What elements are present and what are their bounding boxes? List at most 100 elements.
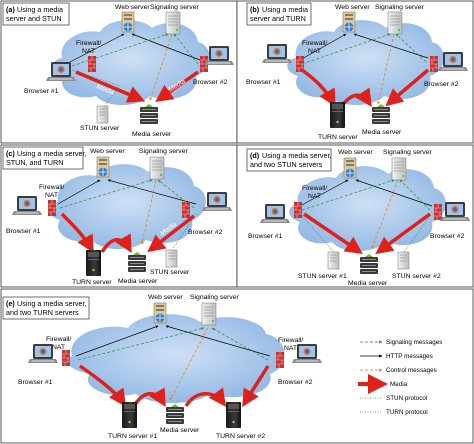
panel-c-web-server-label: Web server (90, 148, 125, 155)
panel-d-stun-server2-icon (397, 251, 410, 270)
panel-a-signaling-server-icon (165, 11, 181, 35)
panel-c-stun-server-icon (165, 249, 178, 268)
panel-b-browser1-label: Browser #1 (246, 79, 281, 86)
panel-d-signaling-line-1 (301, 179, 395, 211)
panel-d-browser1-label: Browser #1 (248, 233, 283, 240)
panel-e-letter: (e) (6, 299, 15, 308)
panel-a-media-server-icon (139, 103, 159, 125)
panel-b-firewall-label-line1: Firewall/ (302, 40, 327, 47)
panel-c-firewall-label-line2: NAT (45, 192, 58, 199)
panel-c-letter: (c) (6, 149, 15, 158)
panel-a-web-server-icon (121, 11, 135, 33)
panel-e-firewall-label-line2: NAT (52, 344, 65, 351)
panel-c: (c) Using a media server, STUN, and TURN… (0, 144, 238, 288)
panel-d-signaling-server-label: Signaling server (383, 149, 432, 156)
panel-c-http-line-2 (107, 179, 197, 205)
panel-c-media-arrow-middle (100, 233, 132, 254)
legend-stun-label: STUN protocol (386, 395, 427, 402)
panel-e-http-line-1 (75, 325, 159, 357)
panel-b-http-line-1 (299, 33, 347, 61)
panel-d-http-line-2 (355, 179, 433, 207)
panel-d-firewall-icon (293, 201, 303, 219)
panel-c-stun-server-label: STUN server (150, 269, 190, 276)
panel-d-caption-line1: Using a media server, (262, 151, 332, 160)
panel-c-firewall-icon (47, 199, 57, 217)
panel-c-media-arrow-right (147, 214, 196, 253)
panel-c-turn-server-icon (86, 250, 101, 276)
panel-d-control-line (371, 179, 399, 249)
panel-b-firewall-icon-right (429, 55, 439, 73)
panel-b-web-server-icon (342, 11, 356, 33)
panel-a-http-line-2 (131, 33, 201, 61)
panel-e-turn-server2-label: TURN server #2 (216, 433, 265, 440)
panel-b-signaling-line-1 (301, 33, 391, 65)
panel-d-stun-server1-label: STUN server #1 (298, 273, 347, 280)
panel-e-media-server-label: Media server (160, 427, 200, 434)
panel-e-firewall-right-label-line2: NAT (284, 345, 297, 352)
panel-c-browser2-label: Browser #2 (188, 229, 223, 236)
panel-c-media-server-icon (127, 251, 147, 273)
panel-a-http-line-1 (69, 33, 125, 63)
legend-signaling-label: Signaling messages (386, 339, 442, 346)
panel-e-media-server-icon (165, 403, 185, 425)
panel-a: (a) Using a media server and STUN Web se… (0, 0, 238, 144)
panel-e-media-arrow-3 (184, 387, 227, 408)
panel-c-caption-line2: STUN, and TURN (6, 158, 63, 167)
panel-d-media-arrow-left (303, 212, 363, 254)
panel-b-media-server-label: Media server (362, 129, 402, 136)
panel-e-signaling-line-1 (77, 327, 205, 361)
legend-turn-label: TURN protocol (386, 409, 428, 416)
panel-a-firewall-icon (87, 55, 97, 73)
panel-b-caption-box (246, 2, 312, 26)
panel-a-caption-box (2, 2, 70, 26)
panel-a-stun-server-label: STUN server (80, 125, 120, 132)
panel-d-caption-line2: and two STUN servers (250, 160, 323, 169)
panel-c-caption-box (2, 146, 84, 170)
panel-c-caption-line1: Using a media server, (17, 149, 87, 158)
panel-b-firewall-label-line2: NAT (308, 48, 321, 55)
panel-e-browser1-label: Browser #1 (18, 379, 53, 386)
panel-c-signaling-server-label: Signaling server (139, 148, 188, 155)
panel-d-browser2-label: Browser #2 (430, 233, 465, 240)
panel-b-turn-server-icon (330, 102, 345, 128)
panel-b-web-server-label: Web server (335, 4, 370, 11)
panel-e-media-arrow-1 (78, 364, 126, 407)
panel-e-signaling-server-label: Signaling server (190, 294, 239, 301)
panel-d-media-server-label: Media server (348, 280, 388, 287)
panel-c-network-cloud (49, 164, 206, 249)
panel-d-media-arrow-right (375, 212, 432, 255)
panel-a-stun-line (71, 69, 121, 113)
panel-d-stun-server2-label: STUN server #2 (392, 273, 441, 280)
panel-b-caption-line1: Using a media (262, 5, 308, 14)
panel-d-signaling-server-icon (391, 157, 407, 181)
panel-e-firewall-label-line1: Firewall/ (46, 336, 71, 343)
legend: Signaling messages HTTP messages Control… (358, 339, 442, 416)
panel-e-turn-server1-label: TURN server #1 (108, 433, 157, 440)
panel-e-browser2-label: Browser #2 (278, 379, 313, 386)
panel-d-firewall-label-line2: NAT (308, 193, 321, 200)
panel-a-browser2-label: Browser #2 (193, 79, 228, 86)
panel-c-media-arrow-left (60, 212, 94, 254)
panel-c-signaling-server-icon (149, 156, 165, 180)
legend-control-label: Control messages (386, 367, 437, 374)
panel-c-firewall-icon-right (181, 201, 191, 219)
panel-e-media-arrow-4 (242, 365, 270, 408)
panel-e-turn-server2-icon (226, 402, 241, 428)
panel-a-control-line (149, 33, 173, 101)
panel-e: (e) Using a media server, and two TURN s… (0, 288, 474, 444)
panel-c-browser1-label: Browser #1 (6, 228, 41, 235)
panel-b-signaling-line-2 (395, 33, 427, 63)
panel-b-browser2-label: Browser #2 (424, 81, 459, 88)
panel-a-media-arrow-left (75, 70, 146, 103)
panel-d-signaling-line-2 (399, 179, 431, 211)
legend-http-label: HTTP messages (386, 353, 433, 360)
panel-e-firewall-right-label-line1: Firewall/ (278, 337, 303, 344)
panel-b-firewall-icon (295, 55, 305, 73)
panel-e-firewall-icon-right (275, 351, 285, 369)
panel-d-firewall-label-line1: Firewall/ (302, 185, 327, 192)
panel-a-signaling-line-2 (173, 33, 199, 65)
panel-a-browser1-label: Browser #1 (24, 88, 59, 95)
panel-d-web-server-icon (343, 157, 357, 179)
panel-e-caption-line1: Using a media server, (17, 299, 87, 308)
panel-e-firewall-icon (61, 349, 71, 367)
